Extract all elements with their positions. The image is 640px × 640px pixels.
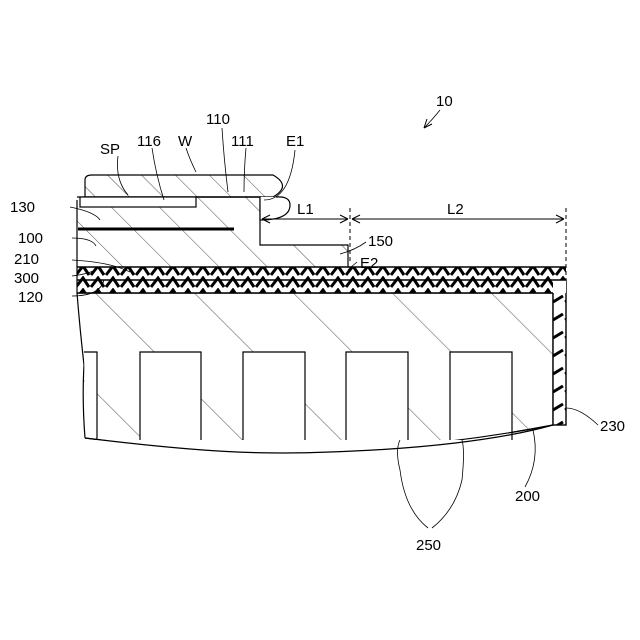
label-100: 100: [18, 230, 43, 247]
side-tape-230: [553, 280, 566, 425]
label-111: 111: [231, 133, 254, 150]
label-l1: L1: [297, 201, 314, 218]
label-200: 200: [515, 488, 540, 505]
label-116: 116: [137, 133, 161, 150]
label-110: 110: [206, 111, 230, 128]
label-e2: E2: [360, 255, 378, 272]
support-116: [80, 197, 196, 207]
label-250: 250: [416, 537, 441, 554]
label-e1: E1: [286, 133, 304, 150]
label-10: 10: [436, 93, 453, 110]
label-130: 130: [10, 199, 35, 216]
wafer-w: [85, 175, 283, 197]
label-210: 210: [14, 251, 39, 268]
groove: [450, 352, 512, 454]
label-l2: L2: [447, 201, 464, 218]
label-300: 300: [14, 270, 39, 287]
label-w: W: [178, 133, 193, 150]
label-230: 230: [600, 418, 625, 435]
label-150: 150: [368, 233, 393, 250]
label-sp: SP: [100, 141, 120, 158]
bonding-layer-210: [77, 267, 566, 293]
label-120: 120: [18, 289, 43, 306]
groove: [84, 352, 97, 445]
